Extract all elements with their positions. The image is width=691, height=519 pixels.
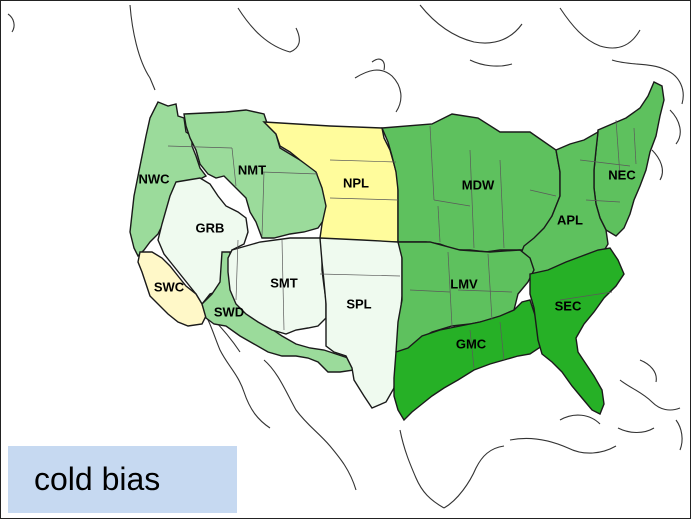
region-labels: NWC NMT NPL MDW NEC APL GRB SWC SWD SMT … bbox=[138, 162, 636, 351]
region-sec[interactable] bbox=[529, 247, 625, 415]
region-label-mdw: MDW bbox=[462, 177, 495, 192]
region-label-grb: GRB bbox=[196, 220, 225, 235]
coastlines bbox=[7, 4, 684, 509]
legend-label: cold bias bbox=[34, 461, 161, 497]
region-label-smt: SMT bbox=[270, 275, 298, 290]
region-label-spl: SPL bbox=[346, 296, 371, 311]
region-label-apl: APL bbox=[557, 212, 583, 227]
region-label-swc: SWC bbox=[154, 279, 185, 294]
region-label-lmv: LMV bbox=[450, 276, 478, 291]
region-label-nec: NEC bbox=[608, 167, 636, 182]
legend-box: cold bias bbox=[8, 446, 237, 513]
region-label-sec: SEC bbox=[555, 298, 582, 313]
region-label-swd: SWD bbox=[214, 304, 244, 319]
region-label-npl: NPL bbox=[343, 175, 369, 190]
region-label-nwc: NWC bbox=[138, 171, 170, 186]
region-swc[interactable] bbox=[137, 251, 207, 327]
region-gmc[interactable] bbox=[393, 299, 543, 422]
region-label-nmt: NMT bbox=[238, 162, 266, 177]
region-label-gmc: GMC bbox=[456, 336, 487, 351]
state-boundaries bbox=[167, 119, 637, 369]
climate-regions bbox=[129, 81, 665, 422]
